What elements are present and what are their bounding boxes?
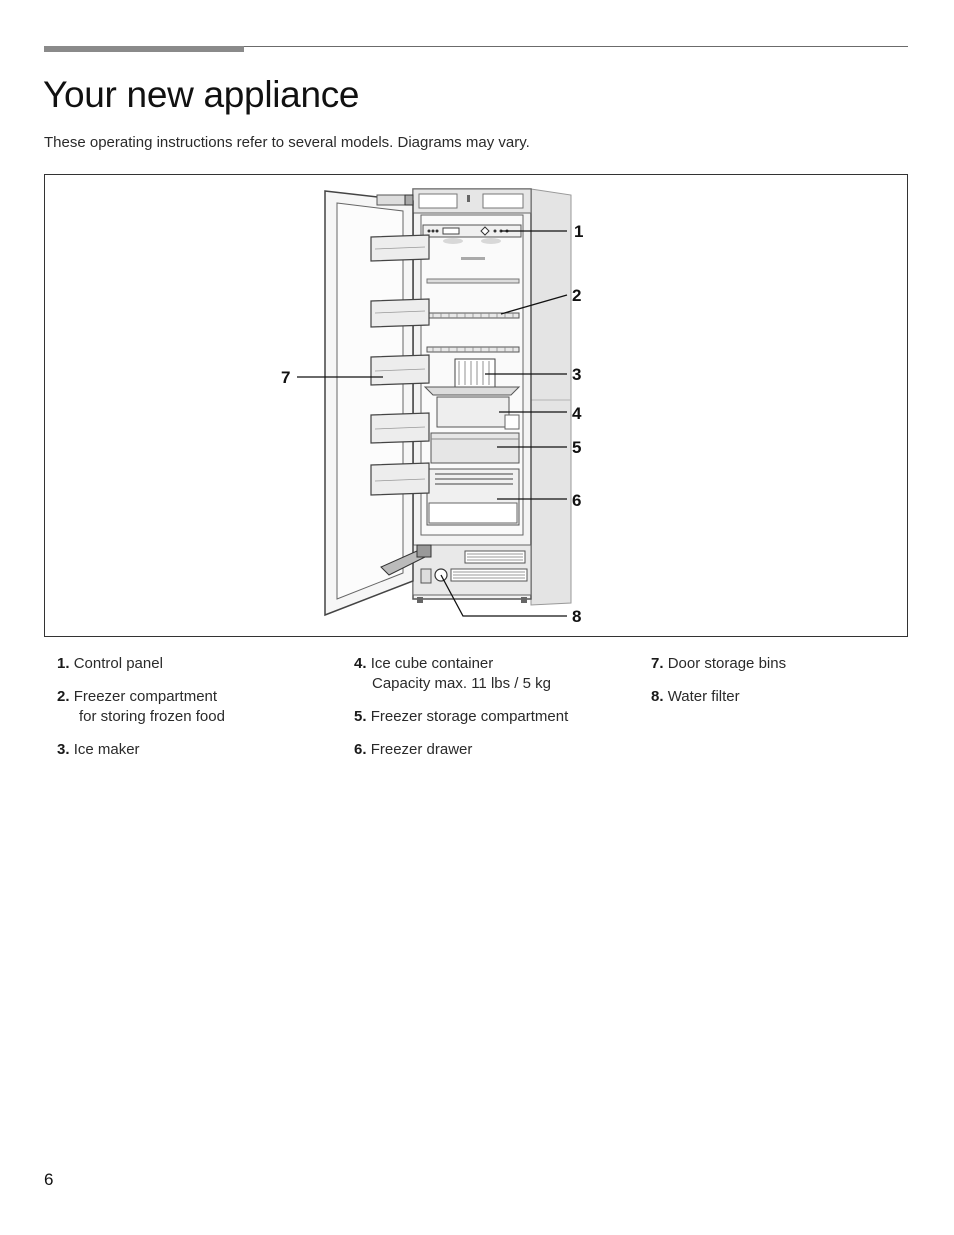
callout-1: 1 [574, 222, 583, 241]
callout-5: 5 [572, 438, 581, 457]
legend-item-control-panel: 1. Control panel [57, 654, 327, 674]
freezer-illustration: 1 2 3 4 5 6 7 8 [281, 188, 583, 626]
legend-label: Freezer compartment [73, 688, 218, 705]
legend-item-ice-cube-container: 4. Ice cube container Capacity max. 11 l… [354, 654, 634, 694]
legend-item-water-filter: 8. Water filter [651, 687, 901, 707]
appliance-diagram: 1 2 3 4 5 6 7 8 [44, 174, 908, 637]
legend-number: 7. [651, 655, 664, 672]
intro-text: These operating instructions refer to se… [44, 134, 530, 151]
legend-sublabel: Capacity max. 11 lbs / 5 kg [372, 675, 551, 692]
callout-2: 2 [572, 286, 581, 305]
callout-6: 6 [572, 491, 581, 510]
callout-4: 4 [572, 404, 582, 423]
legend-item-freezer-storage-compartment: 5. Freezer storage compartment [354, 707, 634, 727]
callout-8: 8 [572, 607, 581, 626]
legend-label: Freezer drawer [370, 741, 473, 758]
legend-number: 8. [651, 688, 664, 705]
legend-number: 6. [354, 741, 367, 758]
legend-column-3: 7. Door storage bins 8. Water filter [651, 654, 901, 720]
legend-column-2: 4. Ice cube container Capacity max. 11 l… [354, 654, 634, 773]
header-rule [44, 46, 908, 47]
legend-column-1: 1. Control panel 2. Freezer compartment … [57, 654, 327, 773]
legend-label: Door storage bins [667, 655, 787, 672]
legend-number: 3. [57, 741, 70, 758]
legend-number: 4. [354, 655, 367, 672]
legend-label: Water filter [667, 688, 740, 705]
legend-label: Control panel [73, 655, 163, 672]
legend-item-ice-maker: 3. Ice maker [57, 740, 327, 760]
callout-7: 7 [281, 368, 290, 387]
legend-sublabel: for storing frozen food [79, 708, 225, 725]
legend-label: Freezer storage compartment [370, 708, 569, 725]
header-rule-accent [44, 46, 244, 52]
legend-number: 5. [354, 708, 367, 725]
page-title: Your new appliance [43, 74, 360, 115]
legend-label: Ice cube container [370, 655, 494, 672]
legend-item-freezer-drawer: 6. Freezer drawer [354, 740, 634, 760]
legend-label: Ice maker [73, 741, 140, 758]
callout-3: 3 [572, 365, 581, 384]
legend-number: 2. [57, 688, 70, 705]
page-number: 6 [44, 1170, 54, 1189]
legend-number: 1. [57, 655, 70, 672]
legend-item-door-storage-bins: 7. Door storage bins [651, 654, 901, 674]
legend-item-freezer-compartment: 2. Freezer compartment for storing froze… [57, 687, 327, 727]
